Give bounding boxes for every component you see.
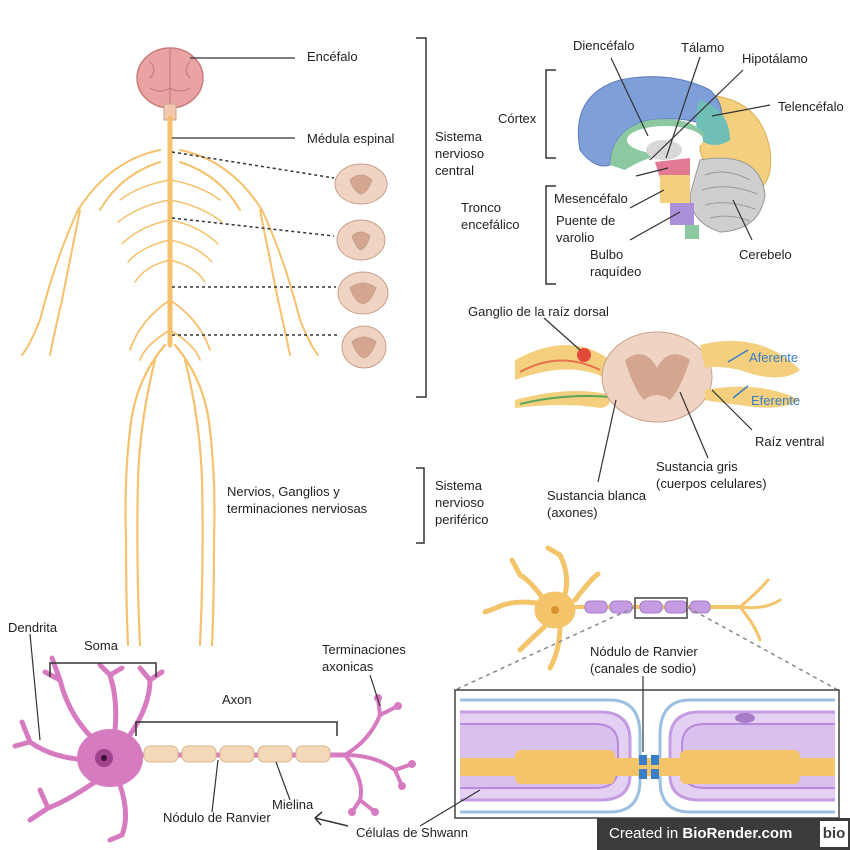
label-puente-varolio: Puente de varolio xyxy=(556,213,616,245)
label-snc: Sistema nervioso central xyxy=(435,129,485,178)
ventral-root xyxy=(515,391,612,408)
label-dendrita: Dendrita xyxy=(8,620,58,635)
dendrites xyxy=(12,655,165,843)
left-arm-nerves xyxy=(21,149,161,356)
schwann-arrow xyxy=(314,811,349,827)
zoom-leader-lines xyxy=(419,676,644,827)
axon-terminals xyxy=(343,696,414,814)
label-terminaciones-axonicas: Terminaciones axonicas xyxy=(322,642,406,674)
label-diencefalo: Diencéfalo xyxy=(573,38,635,53)
label-snp: Sistema nervioso periférico xyxy=(435,478,489,527)
sodium-channels xyxy=(639,755,659,779)
neuron-leader-lines xyxy=(29,633,381,813)
label-ganglio-raiz-dorsal: Ganglio de la raíz dorsal xyxy=(468,304,609,319)
yellow-neuron-myelin xyxy=(584,600,711,614)
cerebellum xyxy=(689,157,766,233)
label-soma: Soma xyxy=(84,638,118,653)
brainstem-bracket xyxy=(545,185,556,285)
label-nodulo-ranvier: Nódulo de Ranvier xyxy=(163,810,271,825)
cortex-bracket xyxy=(545,69,556,159)
myelin-sheath xyxy=(143,745,331,763)
label-aferente: Aferente xyxy=(749,350,799,365)
watermark-text: Created in BioRender.com xyxy=(609,825,793,842)
label-encefalo: Encéfalo xyxy=(307,49,358,64)
midbrain xyxy=(655,158,690,178)
label-talamo: Tálamo xyxy=(681,40,725,55)
label-telencefalo: Telencéfalo xyxy=(778,99,844,114)
label-cerebelo: Cerebelo xyxy=(739,247,792,262)
label-mielina: Mielina xyxy=(272,797,314,812)
label-bulbo-raquideo: Bulbo raquídeo xyxy=(590,247,642,279)
label-mesencefalo: Mesencéfalo xyxy=(554,191,628,206)
zoom-box-small xyxy=(634,597,688,619)
human-nervous-system xyxy=(21,47,319,647)
label-eferente: Eferente xyxy=(751,393,801,408)
label-cortex: Córtex xyxy=(498,111,537,126)
body-leader-lines xyxy=(172,57,295,139)
label-raiz-ventral: Raíz ventral xyxy=(755,434,825,449)
spinal-leader-lines xyxy=(543,317,753,483)
label-nodulo-ranvier-canales: Nódulo de Ranvier (canales de sodio) xyxy=(590,644,698,676)
dorsal-root-ganglion xyxy=(577,348,591,362)
pons xyxy=(660,175,690,203)
label-tronco-encefalico: Tronco encefálico xyxy=(461,200,520,232)
biorender-logo: bio xyxy=(820,821,848,847)
thalamus xyxy=(646,140,682,160)
section-pointer-lines xyxy=(171,151,340,336)
zoom-lines xyxy=(454,606,839,691)
cns-bracket xyxy=(416,37,427,398)
biorender-watermark[interactable]: Created in BioRender.com bio xyxy=(597,818,850,850)
label-nervios: Nervios, Ganglios y terminaciones nervio… xyxy=(227,484,368,516)
medulla xyxy=(670,203,694,225)
right-arm-nerves xyxy=(179,149,319,356)
label-axon: Axon xyxy=(222,692,252,707)
spinal-cord-section xyxy=(515,331,800,423)
brain-leader-lines xyxy=(610,56,771,241)
label-medula-espinal: Médula espinal xyxy=(307,131,395,146)
label-sustancia-gris: Sustancia gris (cuerpos celulares) xyxy=(656,459,767,491)
pns-bracket xyxy=(416,467,425,544)
label-hipotalamo: Hipotálamo xyxy=(742,51,808,66)
left-leg-nerves xyxy=(124,343,167,647)
spinal-sections xyxy=(334,163,389,369)
dorsal-root xyxy=(515,345,617,380)
telencephalon xyxy=(696,100,730,145)
right-leg-nerves xyxy=(173,343,216,647)
spinal-cord-gray-matter xyxy=(625,354,690,400)
label-celulas-schwann: Células de Shwann xyxy=(356,825,469,840)
label-sustancia-blanca: Sustancia blanca (axones) xyxy=(547,488,647,520)
neuron-brackets xyxy=(49,662,338,736)
